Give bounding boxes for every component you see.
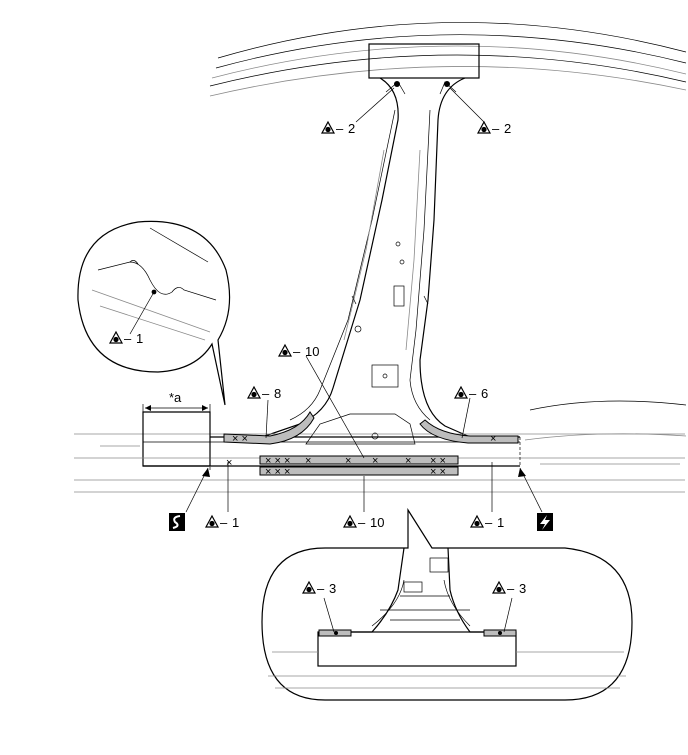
svg-text:× ×: × × bbox=[232, 433, 248, 445]
svg-text:× × ×: × × × bbox=[265, 455, 290, 467]
callout-rs-right: – 2 bbox=[477, 121, 511, 136]
svg-text:× × ×: × × × bbox=[265, 466, 290, 478]
callout-number: 3 bbox=[519, 581, 526, 596]
callout-inset-1: – 1 bbox=[109, 331, 143, 346]
welding-icon bbox=[537, 513, 553, 531]
resistance-spot-weld-icon bbox=[343, 515, 357, 528]
svg-text:×: × bbox=[226, 457, 232, 469]
svg-text:–: – bbox=[317, 581, 325, 596]
callout-number: 1 bbox=[232, 515, 239, 530]
callout-inset-3b: – 3 bbox=[492, 581, 526, 596]
resistance-spot-weld-icon bbox=[247, 386, 261, 399]
resistance-spot-weld-icon bbox=[470, 515, 484, 528]
detail-bubble-bottom bbox=[261, 507, 633, 701]
saw-cut-icon bbox=[169, 513, 185, 531]
callout-number: 8 bbox=[274, 386, 281, 401]
svg-text:×: × bbox=[372, 455, 378, 467]
resistance-spot-weld-icon bbox=[477, 121, 491, 134]
callout-number: 1 bbox=[497, 515, 504, 530]
callout-number: 6 bbox=[481, 386, 488, 401]
resistance-spot-weld-icon bbox=[454, 386, 468, 399]
callout-inset-3a: – 3 bbox=[302, 581, 336, 596]
svg-text:–: – bbox=[220, 515, 228, 530]
svg-text:–: – bbox=[293, 344, 301, 359]
callout-top-10: – 10 bbox=[278, 344, 319, 359]
callout-number: 2 bbox=[504, 121, 511, 136]
callout-number: 1 bbox=[136, 331, 143, 346]
svg-text:×: × bbox=[405, 455, 411, 467]
resistance-spot-weld-icon bbox=[302, 581, 316, 594]
callout-rs-left: – 2 bbox=[321, 121, 355, 136]
callout-left-8: – 8 bbox=[247, 386, 281, 401]
callout-right-6: – 6 bbox=[454, 386, 488, 401]
callout-bottom-1a: – 1 bbox=[205, 515, 239, 530]
svg-text:–: – bbox=[507, 581, 515, 596]
resistance-spot-weld-icon bbox=[109, 331, 123, 344]
dimension-a: *a bbox=[142, 390, 211, 418]
callout-bottom-10: – 10 bbox=[343, 515, 384, 530]
svg-text:×: × bbox=[345, 455, 351, 467]
svg-text:×: × bbox=[305, 455, 311, 467]
svg-text:–: – bbox=[469, 386, 477, 401]
roof-panel bbox=[209, 22, 687, 97]
resistance-spot-weld-icon bbox=[205, 515, 219, 528]
detail-bubble-left bbox=[77, 220, 231, 406]
rocker-panel bbox=[74, 400, 687, 493]
dimension-a-label: *a bbox=[169, 390, 182, 405]
center-pillar bbox=[264, 43, 480, 445]
svg-text:–: – bbox=[124, 331, 132, 346]
resistance-spot-weld-icon bbox=[321, 121, 335, 134]
callout-number: 3 bbox=[329, 581, 336, 596]
svg-text:–: – bbox=[485, 515, 493, 530]
svg-text:× ×: × × bbox=[430, 455, 446, 467]
resistance-spot-weld-icon bbox=[492, 581, 506, 594]
callout-number: 10 bbox=[305, 344, 319, 359]
resistance-spot-weld-icon bbox=[278, 344, 292, 357]
svg-text:–: – bbox=[358, 515, 366, 530]
callout-number: 2 bbox=[348, 121, 355, 136]
callout-number: 10 bbox=[370, 515, 384, 530]
weld-zones: × × × × × × × × × × × × × × × × × × bbox=[223, 411, 519, 478]
svg-text:–: – bbox=[262, 386, 270, 401]
svg-text:×: × bbox=[490, 433, 496, 445]
svg-text:× ×: × × bbox=[430, 466, 446, 478]
callout-bottom-1b: – 1 bbox=[470, 515, 504, 530]
svg-text:–: – bbox=[336, 121, 344, 136]
leader-lines bbox=[185, 87, 543, 633]
svg-text:–: – bbox=[492, 121, 500, 136]
